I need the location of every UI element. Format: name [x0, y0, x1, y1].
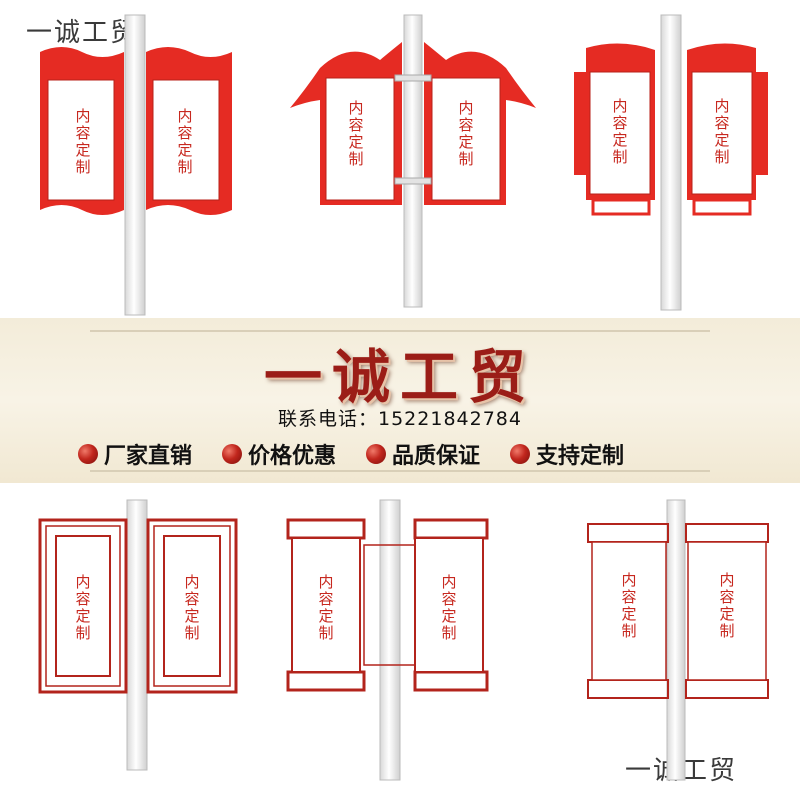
panel-label-char: 内: [177, 107, 193, 125]
panel-label: 内容定制: [184, 574, 200, 642]
panel-label: 内容定制: [318, 574, 334, 642]
panel-label-char: 容: [612, 114, 628, 132]
banner-top-divider: [90, 330, 710, 332]
panel-label-char: 内: [612, 97, 628, 115]
panel-label-char: 制: [458, 150, 474, 168]
watermark-top-left: 一诚工贸: [26, 18, 139, 48]
panel-label-char: 制: [75, 624, 91, 642]
panel-label-char: 定: [184, 607, 200, 625]
panel-label: 内容定制: [714, 98, 730, 166]
panel-label-char: 定: [318, 607, 334, 625]
product-fret-frame: [286, 499, 489, 781]
panel-label-char: 容: [75, 590, 91, 608]
panel-label-char: 内: [719, 571, 735, 589]
panel-label-char: 内: [458, 99, 474, 117]
feature-item: 品质保证: [366, 438, 480, 470]
panel-label-char: 定: [714, 131, 730, 149]
panel-label-char: 定: [75, 607, 91, 625]
panel-label: 内容定制: [177, 108, 193, 176]
panel-label-char: 制: [714, 148, 730, 166]
panel-label-char: 容: [318, 590, 334, 608]
banner-bottom-divider: [90, 470, 710, 472]
panel-label-char: 定: [621, 605, 637, 623]
panel-label-char: 制: [441, 624, 457, 642]
panel-label: 内容定制: [441, 574, 457, 642]
feature-item: 支持定制: [510, 438, 624, 470]
bullet-icon: [222, 444, 243, 464]
product-lattice-frame: [38, 499, 238, 771]
panel-label-char: 定: [348, 133, 364, 151]
panel-label-char: 内: [714, 97, 730, 115]
panel-label: 内容定制: [75, 574, 91, 642]
banner-background: [0, 318, 800, 483]
panel-label: 内容定制: [621, 572, 637, 640]
panel-label-char: 制: [177, 158, 193, 176]
panel-label-char: 内: [184, 573, 200, 591]
panel-label-char: 内: [621, 571, 637, 589]
panel-label-char: 容: [348, 116, 364, 134]
panel-label-char: 制: [318, 624, 334, 642]
panel-label: 内容定制: [719, 572, 735, 640]
panel-label: 内容定制: [458, 100, 474, 168]
panel-label-char: 容: [458, 116, 474, 134]
contact-phone: 联系电话：15221842784: [278, 408, 522, 430]
panel-label: 内容定制: [348, 100, 364, 168]
panel-label-char: 内: [75, 573, 91, 591]
panel-label-char: 制: [621, 622, 637, 640]
panel-label-char: 定: [75, 141, 91, 159]
panel-label: 内容定制: [612, 98, 628, 166]
panel-label-char: 内: [318, 573, 334, 591]
panel-label-char: 制: [184, 624, 200, 642]
panel-label-char: 内: [348, 99, 364, 117]
panel-label-char: 定: [441, 607, 457, 625]
panel-label-char: 定: [458, 133, 474, 151]
bullet-icon: [366, 444, 387, 464]
panel-label-char: 制: [719, 622, 735, 640]
panel-label-char: 容: [714, 114, 730, 132]
panel-label-char: 制: [348, 150, 364, 168]
bullet-icon: [78, 444, 98, 464]
brand-title: 一诚工贸: [263, 343, 536, 411]
panel-label-char: 定: [177, 141, 193, 159]
panel-label-char: 制: [75, 158, 91, 176]
product-thin-lattice: [587, 499, 769, 781]
feature-list: 厂家直销 价格优惠 品质保证 支持定制: [78, 438, 624, 470]
feature-item: 厂家直销: [78, 438, 192, 470]
panel-label-char: 容: [621, 588, 637, 606]
panel-label: 内容定制: [75, 108, 91, 176]
panel-label-char: 内: [441, 573, 457, 591]
product-wave-flag: [40, 14, 232, 316]
panel-label-char: 容: [441, 590, 457, 608]
product-classic-frame: [574, 14, 768, 311]
panel-label-char: 定: [612, 131, 628, 149]
panel-label-char: 定: [719, 605, 735, 623]
panel-label-char: 容: [719, 588, 735, 606]
panel-label-char: 内: [75, 107, 91, 125]
panel-label-char: 容: [75, 124, 91, 142]
panel-label-char: 容: [184, 590, 200, 608]
panel-label-char: 容: [177, 124, 193, 142]
feature-item: 价格优惠: [222, 438, 336, 470]
bullet-icon: [510, 444, 531, 464]
product-flag-horn: [290, 14, 536, 308]
panel-label-char: 制: [612, 148, 628, 166]
